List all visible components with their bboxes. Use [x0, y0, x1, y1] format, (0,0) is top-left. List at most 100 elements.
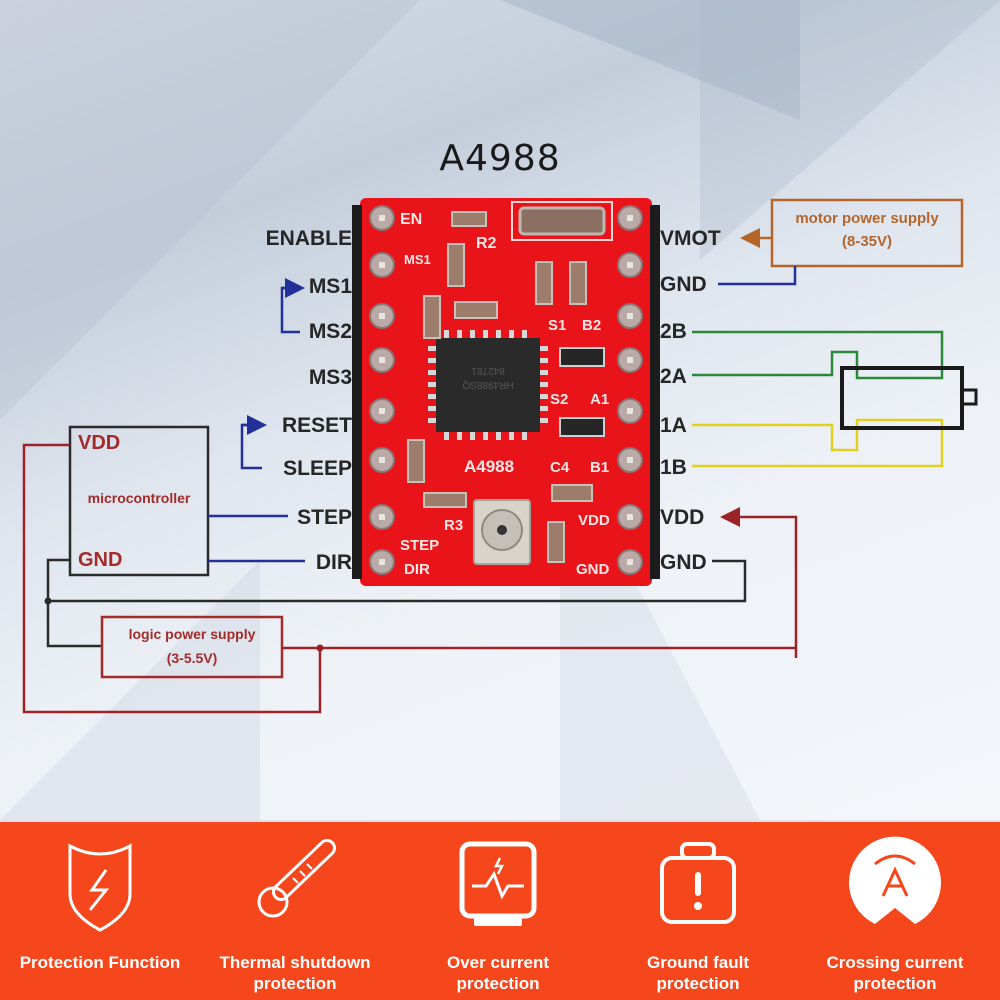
pin-label-ms3: MS3 — [308, 366, 352, 389]
svg-text:STEP: STEP — [400, 537, 439, 554]
pin-label-ms1: MS1 — [308, 275, 352, 298]
mcu-name-label: microcontroller — [87, 490, 191, 506]
left-pin-tip — [379, 559, 385, 565]
sense-resistor-a — [559, 347, 605, 367]
pin-label-gnd-motor: GND — [660, 273, 707, 296]
chip-pin — [428, 382, 436, 387]
chip-pin — [522, 432, 527, 440]
pin-label-1b: 1B — [660, 456, 687, 479]
chip-pin — [428, 346, 436, 351]
capacitor-c1 — [569, 261, 587, 305]
svg-text:EN: EN — [400, 211, 422, 228]
chip-pin — [483, 432, 488, 440]
chip-pin — [470, 330, 475, 338]
coil-2-wires — [692, 330, 944, 380]
mcu-gnd-label: GND — [78, 549, 123, 571]
feature-label: Ground fault — [647, 953, 749, 972]
right-pin-tip — [627, 457, 633, 463]
right-pin-tip — [627, 559, 633, 565]
pin-label-1a: 1A — [660, 414, 687, 437]
board-gnd-wire — [48, 559, 747, 603]
right-header-strip — [650, 205, 660, 579]
background — [0, 0, 1000, 820]
chip-pin — [540, 382, 548, 387]
right-pin-tip — [627, 215, 633, 221]
chip-pin — [428, 370, 436, 375]
pin-label-enable: ENABLE — [265, 227, 352, 250]
vdd-junction — [316, 644, 324, 652]
case-warning-icon — [660, 842, 736, 924]
pin-label-reset: RESET — [281, 414, 352, 437]
chip-pin — [428, 418, 436, 423]
capacitor-outline — [511, 201, 613, 241]
right-pin-tip — [627, 357, 633, 363]
chip-marking-2: 842781 — [471, 365, 505, 376]
feature-label-2: protection — [853, 974, 937, 993]
svg-text:B2: B2 — [582, 317, 601, 334]
pin-label-dir: DIR — [315, 551, 352, 574]
left-pin-tip — [379, 357, 385, 363]
chip-pin — [540, 394, 548, 399]
feature-label-2: protection — [456, 974, 540, 993]
left-pin-tip — [379, 215, 385, 221]
chip-pin — [470, 432, 475, 440]
left-header-strip — [352, 205, 362, 579]
motor-shaft — [960, 388, 978, 406]
chip-pin — [496, 330, 501, 338]
capacitor-c7 — [423, 295, 441, 339]
a4988-chip — [436, 338, 540, 432]
pin-label-vmot: VMOT — [660, 227, 721, 250]
svg-text:S2: S2 — [550, 391, 568, 408]
motor-power-supply-box — [770, 198, 964, 268]
pin-label-2b: 2B — [660, 320, 687, 343]
left-pin-tip — [379, 408, 385, 414]
chip-pin — [428, 358, 436, 363]
electrolytic-capacitor — [518, 206, 606, 236]
feature-protection: Protection Function — [0, 822, 200, 1000]
chip-pin — [540, 370, 548, 375]
right-pin-tip — [627, 514, 633, 520]
page-title: A4988 — [439, 138, 561, 179]
pin-label-vdd: VDD — [660, 506, 705, 529]
resistor-r4 — [407, 439, 425, 483]
feature-label: Thermal shutdown — [219, 953, 371, 972]
chip-pin — [540, 406, 548, 411]
coil-1-wires — [692, 418, 944, 468]
svg-text:S1: S1 — [548, 317, 566, 334]
chip-pin — [540, 418, 548, 423]
left-pin-tip — [379, 313, 385, 319]
chip-pin — [444, 330, 449, 338]
capacitor-c5 — [454, 301, 498, 319]
left-pin-tip — [379, 457, 385, 463]
potentiometer-center — [497, 525, 507, 535]
chip-pin — [483, 330, 488, 338]
motor-supply-label: motor power supply — [795, 210, 939, 227]
chip-pin — [509, 330, 514, 338]
thermometer-icon — [257, 839, 336, 918]
left-pin-tip — [379, 262, 385, 268]
sense-resistor-b — [559, 417, 605, 437]
resistor-r2 — [451, 211, 487, 227]
right-pin-tip — [627, 313, 633, 319]
capacitor-c2 — [535, 261, 553, 305]
feature-label: Protection Function — [19, 953, 181, 972]
a4988-board: HR4988SQ 842781 EN R2 MS1 S1 — [352, 198, 660, 586]
chip-pin — [444, 432, 449, 440]
board-vdd-wire — [720, 507, 798, 658]
logic-supply-label: logic power supply — [128, 626, 256, 642]
motor-gnd-wire — [718, 266, 797, 286]
ampere-circle-icon — [849, 836, 941, 924]
chip-pin — [428, 406, 436, 411]
pin-label-2a: 2A — [660, 365, 687, 388]
svg-text:VDD: VDD — [578, 512, 610, 529]
right-pin-tip — [627, 262, 633, 268]
chip-pin — [428, 394, 436, 399]
feature-label-2: protection — [656, 974, 740, 993]
svg-text:MS1: MS1 — [404, 252, 431, 267]
resistor-r3 — [423, 492, 467, 508]
pin-label-sleep: SLEEP — [283, 457, 352, 480]
